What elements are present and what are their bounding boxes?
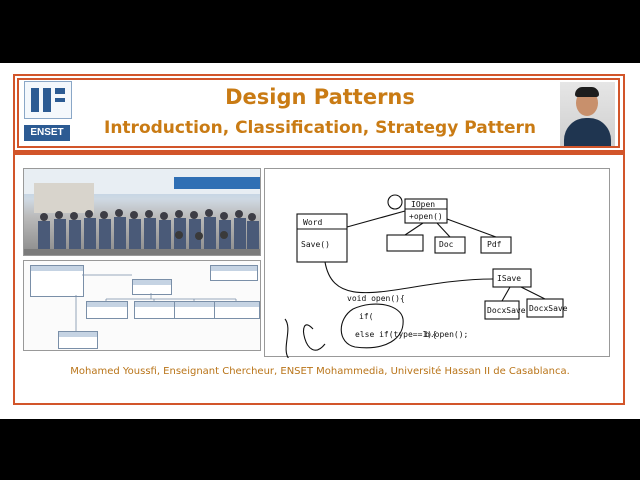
uml-impl-1 (86, 301, 128, 319)
uml-class-test (210, 265, 258, 281)
slide-footer: Mohamed Youssfi, Enseignant Chercheur, E… (70, 366, 570, 377)
sketch-label-pdf: Pdf (487, 240, 502, 249)
slide: ENSET Design Patterns Introduction, Clas… (0, 63, 640, 419)
uml-impl-4 (214, 301, 260, 319)
uml-impl-3 (174, 301, 216, 319)
uml-class-diagram (23, 260, 261, 351)
logo-mark-icon (31, 88, 65, 112)
enset-logo-label: ENSET (24, 125, 70, 141)
header-box (17, 78, 620, 148)
sketch-drawing: Word IOpen Save() +open() Doc Pdf ISave … (284, 194, 568, 360)
sketch-label-isave: ISave (497, 274, 521, 283)
sketch-label-docxsave-1: DocxSave (487, 306, 526, 315)
whiteboard-sketch: Word IOpen Save() +open() Doc Pdf ISave … (264, 168, 610, 360)
sketch-label-doc: Doc (439, 240, 454, 249)
presenter-photo (560, 82, 615, 146)
uml-class-context (30, 265, 84, 297)
group-photo-illustration (24, 169, 260, 255)
sketch-label-save: Save() (301, 240, 330, 249)
slide-subtitle: Introduction, Classification, Strategy P… (104, 118, 536, 138)
sketch-label-word: Word (303, 218, 322, 227)
sketch-label-docxsave-2: DocxSave (529, 304, 568, 313)
sketch-code-if: if( (359, 312, 373, 321)
slide-title: Design Patterns (225, 85, 415, 109)
group-photo (23, 168, 261, 256)
university-logo (24, 81, 72, 119)
sketch-label-iopen: IOpen (411, 200, 435, 209)
uml-interface-strategy (132, 279, 172, 295)
outer-frame (13, 74, 625, 405)
sketch-code-b-open: b.open(); (425, 330, 468, 339)
sketch-code-void-open: void open(){ (347, 294, 405, 303)
sketch-code-else-if: else if(type==1){ (355, 330, 437, 339)
uml-connectors (75, 274, 237, 331)
sketch-label-open: +open() (409, 212, 443, 221)
uml-impl-2 (134, 301, 176, 319)
header-divider (15, 150, 623, 155)
uml-impl-5 (58, 331, 98, 349)
